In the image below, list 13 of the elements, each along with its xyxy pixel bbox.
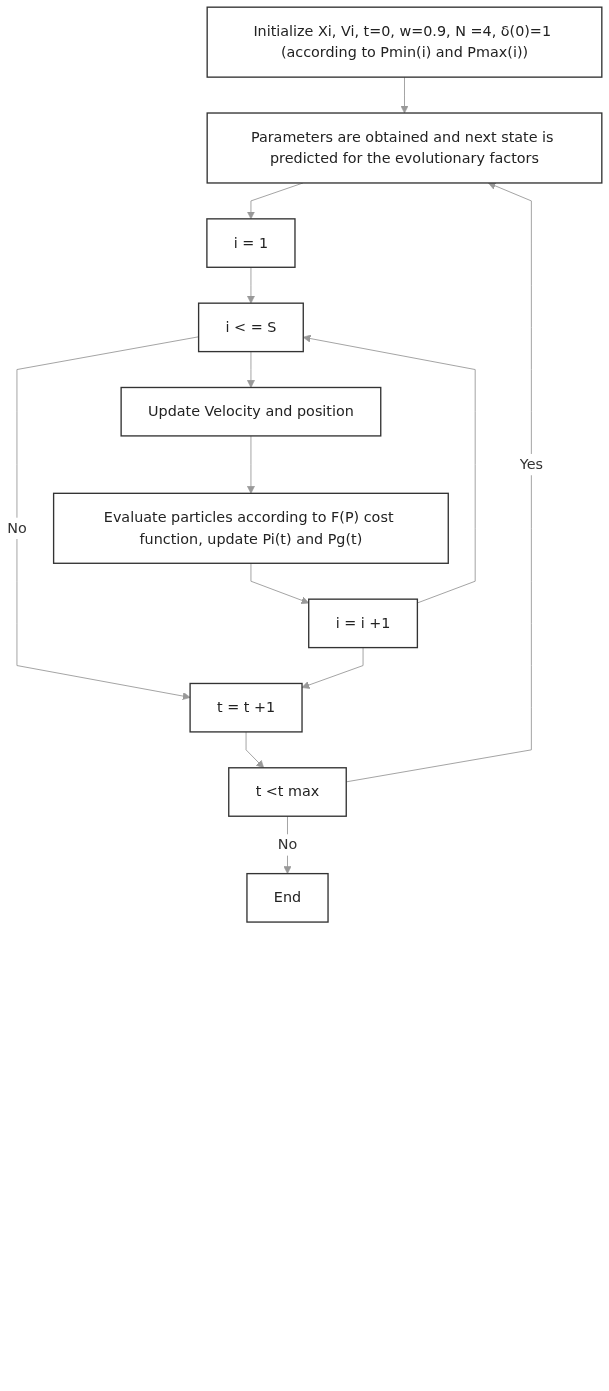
node-box: i = i +1 (308, 598, 419, 649)
edge-label: Yes (519, 455, 543, 473)
node-box: Initialize Xi, Vi, t=0, w=0.9, N =4, δ(0)=1 (according to Pmin(i) and Pmax(i)) (206, 6, 603, 78)
node-box: Update Velocity and position (120, 386, 382, 437)
node-box: Parameters are obtained and next state is predicted for the evolutionary factors (206, 112, 603, 184)
edge-label: No (7, 519, 27, 537)
node-box: Evaluate particles according to F(P) cost function, update Pi(t) and Pg(t) (52, 492, 449, 564)
node-box: t = t +1 (189, 682, 303, 733)
node-box: t <t max (228, 767, 347, 817)
node-box: End (246, 872, 329, 923)
node-box: i < = S (197, 302, 304, 353)
node-box: i = 1 (206, 218, 296, 268)
edge-label: No (277, 835, 298, 853)
